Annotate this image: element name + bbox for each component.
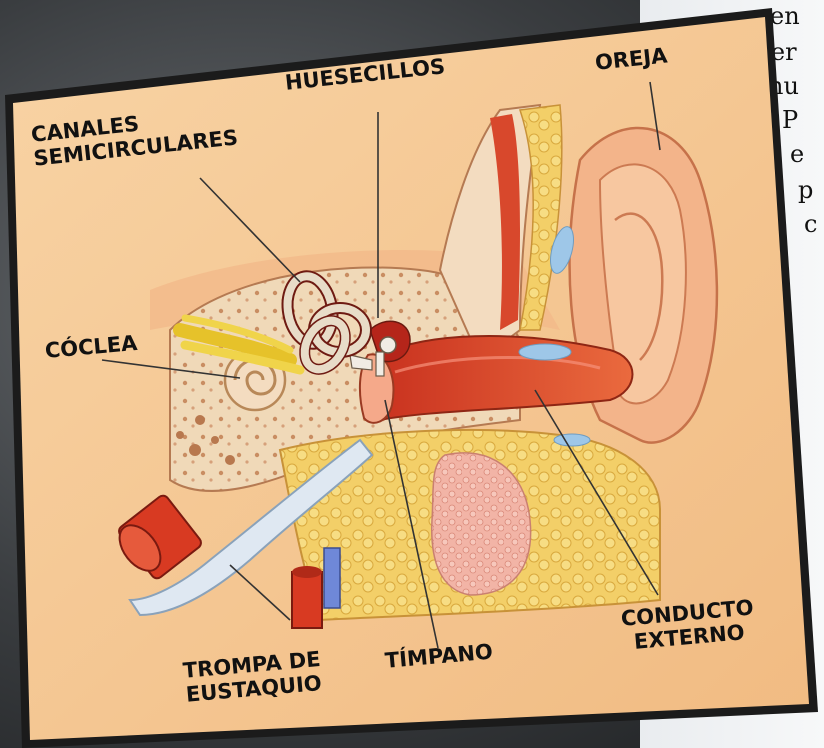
scene: en fer hu P e p c — [0, 0, 824, 748]
